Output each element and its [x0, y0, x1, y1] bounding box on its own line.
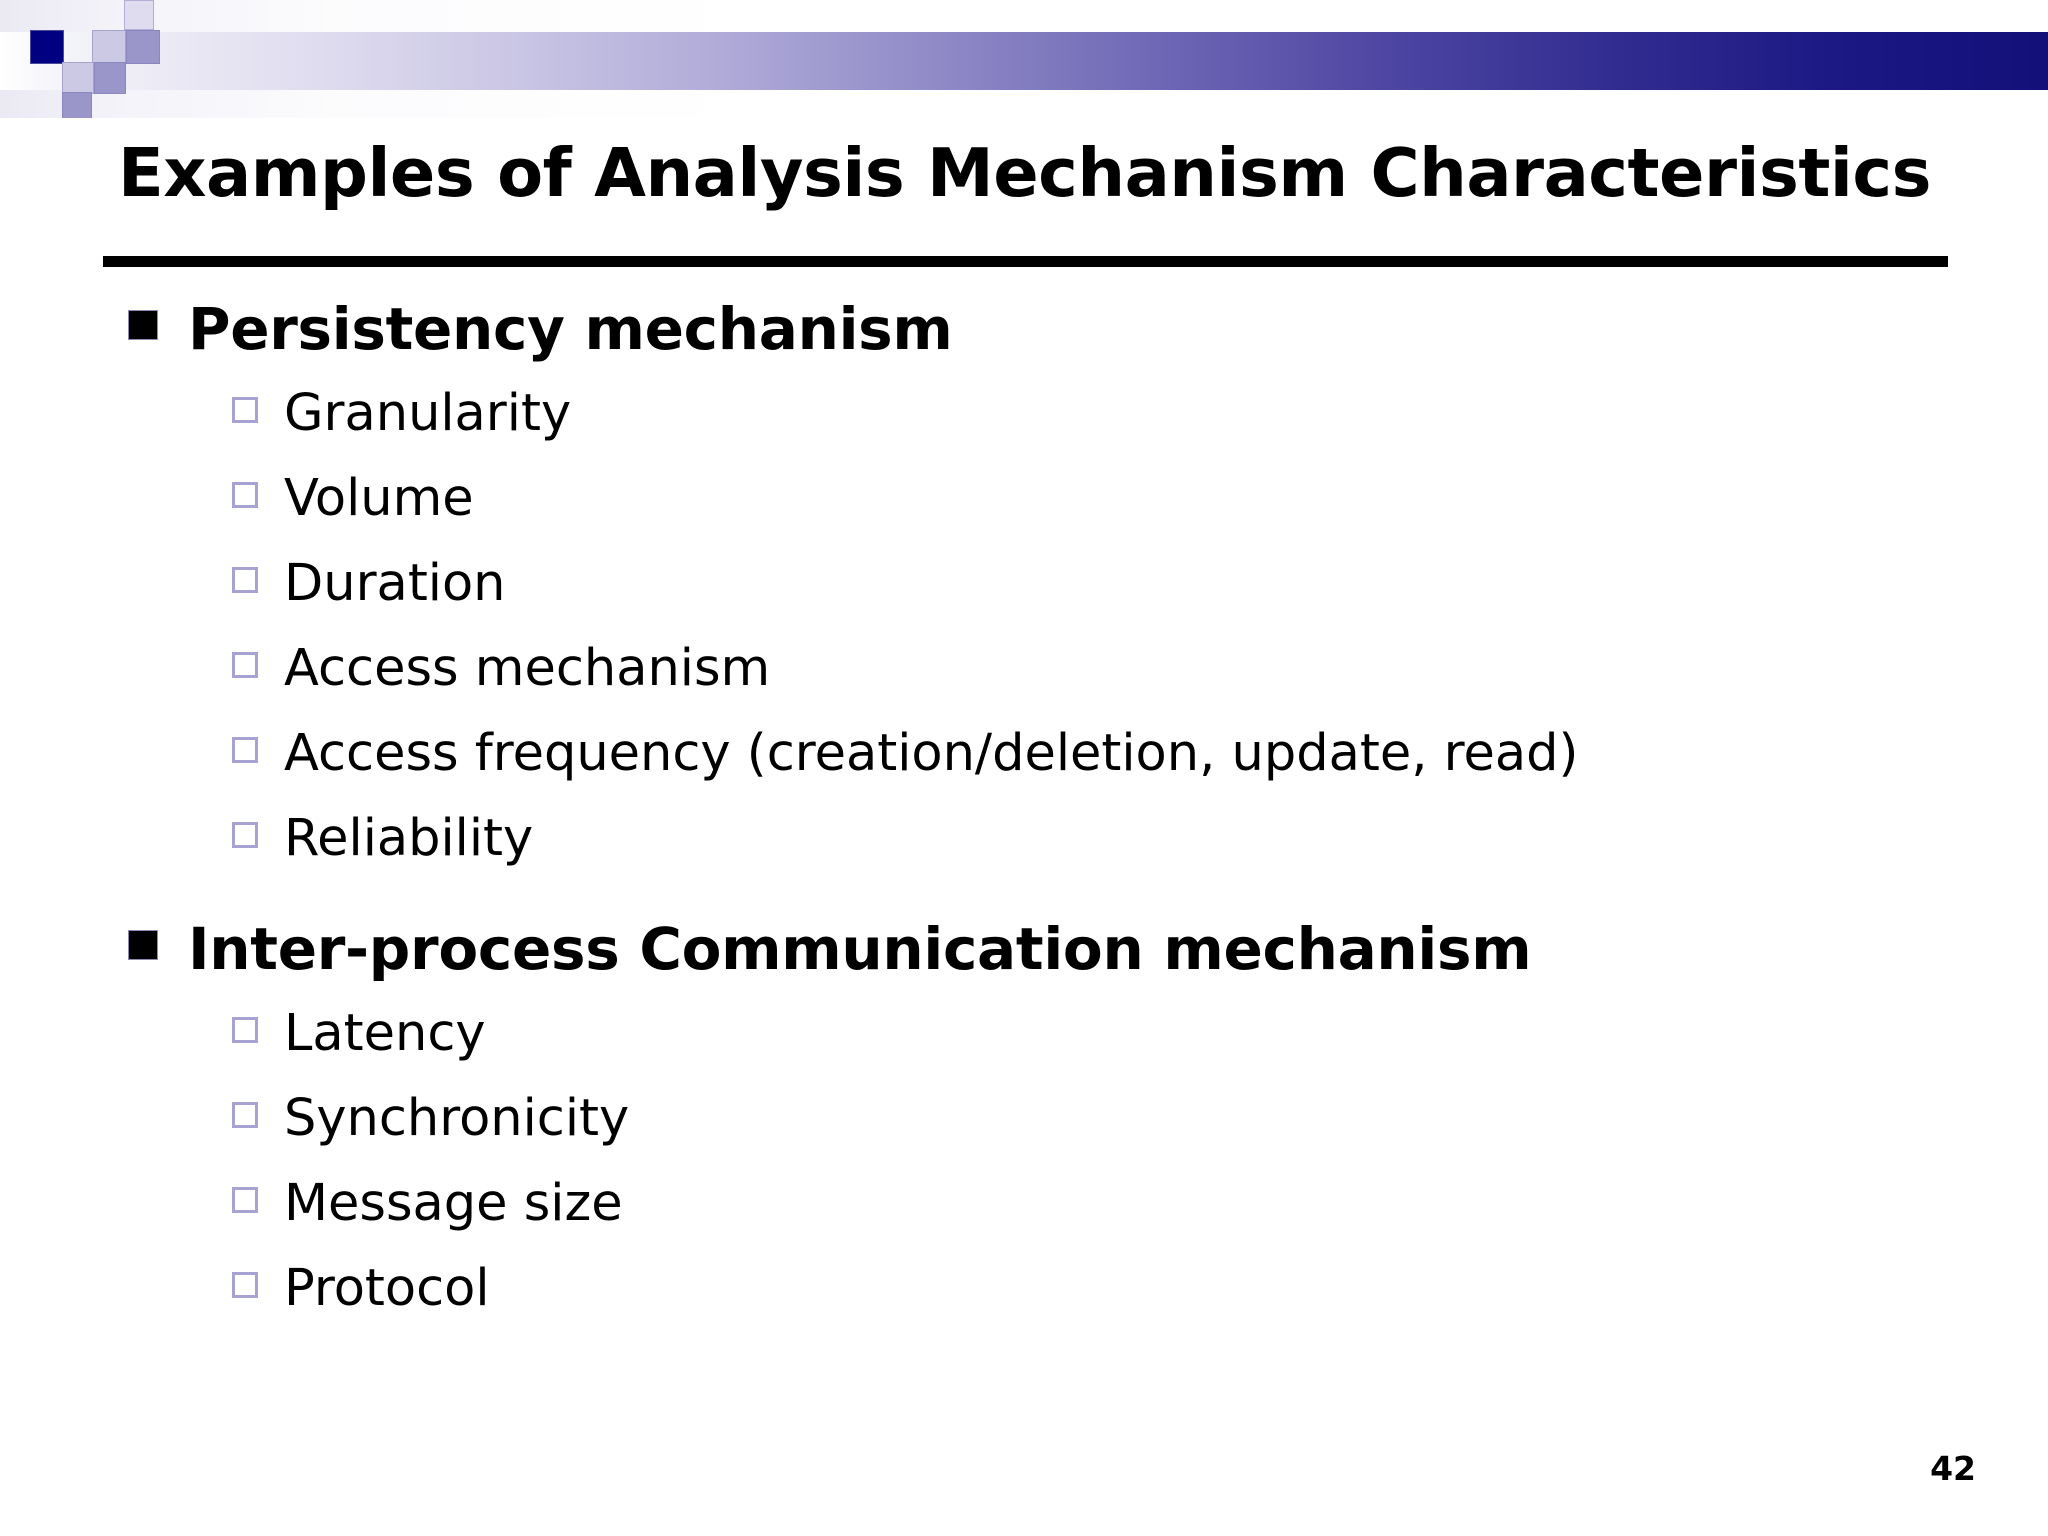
hollow-square-bullet-icon	[232, 1272, 258, 1298]
bullet-duration: Duration	[0, 558, 2048, 643]
square-mid-bottom	[62, 92, 92, 118]
bullet-protocol-label: Protocol	[284, 1259, 490, 1318]
hollow-square-bullet-icon	[232, 652, 258, 678]
bullet-inter-process-communication-mechanism: Inter-process Communication mechanism	[0, 920, 2048, 1008]
bullet-message-size: Message size	[0, 1178, 2048, 1263]
band-gradient-stripe	[0, 32, 2048, 90]
bullet-granularity: Granularity	[0, 388, 2048, 473]
bullet-reliability-label: Reliability	[284, 809, 534, 868]
bullet-access-frequency: Access frequency (creation/deletion, upd…	[0, 728, 2048, 813]
square-pale-top	[124, 0, 154, 30]
bullet-duration-label: Duration	[284, 554, 506, 613]
bullet-inter-process-communication-mechanism-label: Inter-process Communication mechanism	[188, 915, 1532, 983]
bullet-volume-label: Volume	[284, 469, 474, 528]
header-decoration-band	[0, 0, 2048, 118]
square-navy	[30, 30, 64, 64]
bullet-message-size-label: Message size	[284, 1174, 623, 1233]
hollow-square-bullet-icon	[232, 1102, 258, 1128]
hollow-square-bullet-icon	[232, 1187, 258, 1213]
bullet-synchronicity: Synchronicity	[0, 1093, 2048, 1178]
filled-square-bullet-icon	[128, 310, 158, 340]
square-light-low	[62, 62, 94, 94]
bullet-protocol: Protocol	[0, 1263, 2048, 1348]
hollow-square-bullet-icon	[232, 1017, 258, 1043]
bullet-access-frequency-label: Access frequency (creation/deletion, upd…	[284, 724, 1579, 783]
hollow-square-bullet-icon	[232, 822, 258, 848]
bullet-latency-label: Latency	[284, 1004, 486, 1063]
square-mid-upper	[126, 30, 160, 64]
bullet-latency: Latency	[0, 1008, 2048, 1093]
bullet-synchronicity-label: Synchronicity	[284, 1089, 630, 1148]
bullet-persistency-mechanism-label: Persistency mechanism	[188, 295, 953, 363]
bullet-persistency-mechanism: Persistency mechanism	[0, 300, 2048, 388]
filled-square-bullet-icon	[128, 930, 158, 960]
hollow-square-bullet-icon	[232, 482, 258, 508]
bullet-reliability: Reliability	[0, 813, 2048, 898]
title-underline-rule	[103, 256, 1948, 267]
square-light-mid	[92, 30, 126, 64]
bullet-volume: Volume	[0, 473, 2048, 558]
page-title: Examples of Analysis Mechanism Character…	[118, 134, 1931, 212]
bullet-access-mechanism-label: Access mechanism	[284, 639, 771, 698]
hollow-square-bullet-icon	[232, 397, 258, 423]
hollow-square-bullet-icon	[232, 567, 258, 593]
square-mid-low	[94, 62, 126, 94]
bullet-granularity-label: Granularity	[284, 384, 572, 443]
bullet-access-mechanism: Access mechanism	[0, 643, 2048, 728]
page-number: 42	[1930, 1449, 1976, 1488]
hollow-square-bullet-icon	[232, 737, 258, 763]
